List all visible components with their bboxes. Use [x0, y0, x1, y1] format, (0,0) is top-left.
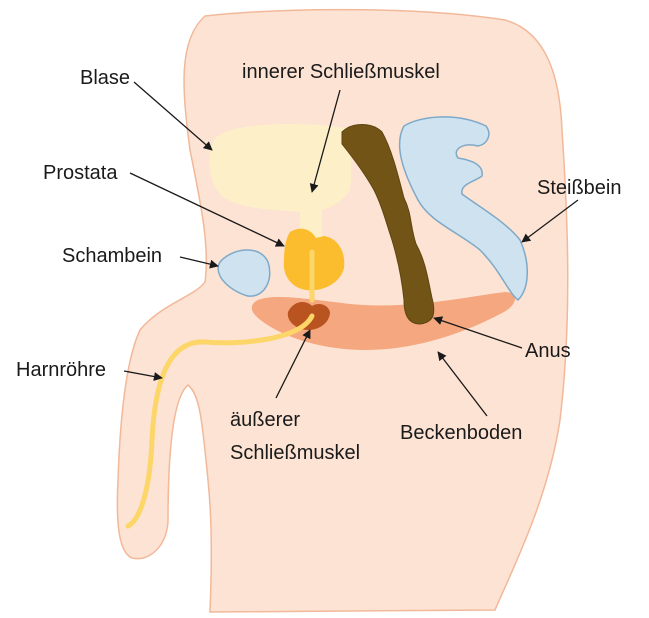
label-aeusserer-schliessmuskel-line2: Schließmuskel [230, 442, 360, 464]
label-anus: Anus [525, 340, 571, 362]
label-innerer-schliessmuskel: innerer Schließmuskel [242, 61, 440, 83]
label-beckenboden: Beckenboden [400, 422, 522, 444]
label-schambein: Schambein [62, 245, 162, 267]
label-prostata: Prostata [43, 162, 118, 184]
label-steissbein: Steißbein [537, 177, 622, 199]
label-aeusserer-schliessmuskel-line1: äußerer [230, 409, 300, 431]
label-blase: Blase [80, 67, 130, 89]
label-harnroehre: Harnröhre [16, 359, 106, 381]
